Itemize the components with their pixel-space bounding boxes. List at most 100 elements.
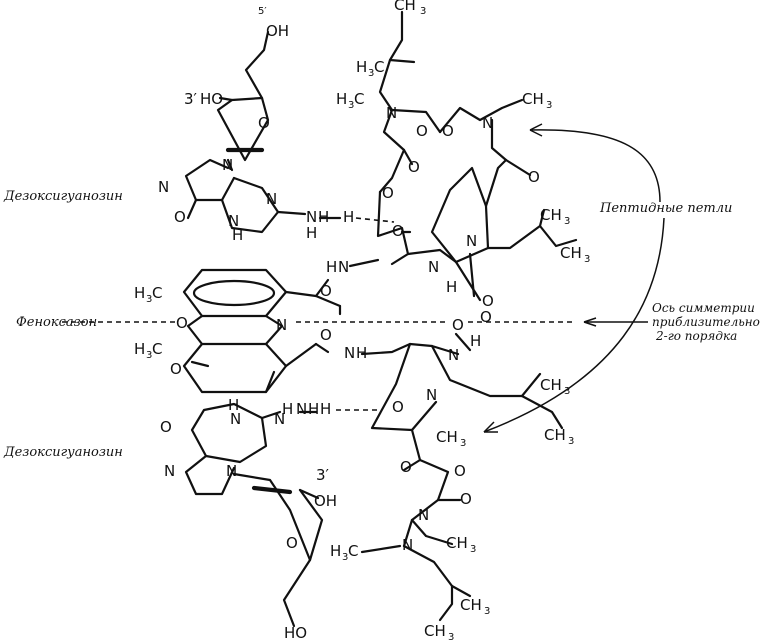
atom-h-bottom-1: H <box>356 344 367 362</box>
atom-n1-bottom: N <box>230 410 241 428</box>
atom-h2-top: H <box>306 224 317 242</box>
atom-c-phen-2: C <box>152 340 162 358</box>
bottom-peptide-loop <box>360 332 564 622</box>
atom-5prime-ho-bottom: HO <box>284 624 307 642</box>
atom-ch3-bottom-5: CH <box>460 596 482 614</box>
atom-h1-top: H <box>232 226 243 244</box>
atom-h-top-1: H <box>446 278 457 296</box>
sub-3-phen-1: 3 <box>146 294 152 305</box>
label-symmetry-axis-2: приблизительно <box>652 315 760 329</box>
atom-h-bond-bottom: H <box>320 400 331 418</box>
top-peptide-loop <box>376 10 578 302</box>
atom-n-bottom-2: N <box>448 346 459 364</box>
top-guanine <box>184 158 307 234</box>
atom-h3c-top-2: H <box>336 90 347 108</box>
atom-n3-bottom: N <box>274 410 285 428</box>
atom-ch3-bottom-2: CH <box>544 426 566 444</box>
atom-ch3-bottom-1: CH <box>540 376 562 394</box>
atom-o6-top: O <box>174 208 186 226</box>
atom-n9-top: N <box>222 156 233 174</box>
label-deoxyguanosine-top: Дезоксигуанозин <box>3 189 123 204</box>
sub-3-bottom-4: 3 <box>470 544 476 555</box>
atom-o-top-7: O <box>482 292 494 310</box>
atom-o-bottom-4: O <box>460 490 472 508</box>
atom-n7-top: N <box>158 178 169 196</box>
atom-o-top-4: O <box>408 158 420 176</box>
label-phenoxazone: Феноксазон <box>16 315 97 330</box>
atom-h3c-phen-2: H <box>134 340 145 358</box>
atom-o-axis-2: O <box>480 308 492 326</box>
label-5prime: 5′ <box>258 6 267 17</box>
atom-n3-top: N <box>266 190 277 208</box>
atom-o-top-5: O <box>382 184 394 202</box>
atom-h3c-top-1: H <box>356 58 367 76</box>
atom-n-bottom-4: N <box>418 506 429 524</box>
label-3prime: 3′ <box>184 90 198 108</box>
atom-n-top-1: N <box>386 104 397 122</box>
atom-n-top-2: N <box>482 114 493 132</box>
atom-n-bottom-5: N <box>402 536 413 554</box>
atom-h1-bottom: H <box>228 396 239 414</box>
atom-n9-bottom: N <box>226 462 237 480</box>
atom-h2b-bottom: H <box>308 400 319 418</box>
sub-3-bottom-5: 3 <box>342 552 348 563</box>
atom-o-top-1: O <box>416 122 428 140</box>
atom-c-top-1: C <box>374 58 384 76</box>
atom-c-phen-1: C <box>152 284 162 302</box>
atom-o-top-6: O <box>392 222 404 240</box>
atom-3prime-ho: HO <box>200 90 223 108</box>
atom-h3c-phen-1: H <box>134 284 145 302</box>
arrow-to-top-loop <box>529 129 661 203</box>
atom-ch3-bottom-3: CH <box>436 428 458 446</box>
atom-h3c-bottom-1: H <box>330 542 341 560</box>
bottom-guanine <box>184 402 378 496</box>
label-3prime-bottom: 3′ <box>316 466 330 484</box>
sub-3-top-2: 3 <box>368 68 374 79</box>
atom-5prime-oh: OH <box>266 22 289 40</box>
atom-o-top-2: O <box>442 122 454 140</box>
atom-n-phen-ring: N <box>276 316 287 334</box>
atom-h-bond-top: H <box>343 208 354 226</box>
atom-o6-bottom: O <box>160 418 172 436</box>
atom-hn-top: H <box>326 258 337 276</box>
atom-o-phen-carbonyl-2: O <box>320 326 332 344</box>
sub-3-top-5: 3 <box>564 216 570 227</box>
atom-ch3-bottom-6: CH <box>424 622 446 640</box>
atom-n7-bottom: N <box>164 462 175 480</box>
atom-sugar-o-top: O <box>258 114 270 132</box>
atom-o-phen-ring: O <box>176 314 188 332</box>
atom-ch3-top-1: CH <box>394 0 416 14</box>
atom-n2-top: N <box>306 208 317 226</box>
atom-n2-bottom: N <box>296 400 307 418</box>
atom-o-axis-1: O <box>452 316 464 334</box>
atom-3prime-oh-bottom: OH <box>314 492 337 510</box>
atom-ch3-top-3: CH <box>540 206 562 224</box>
label-symmetry-axis-1: Ось симметрии <box>652 301 755 315</box>
sub-3-top-4: 3 <box>546 100 552 111</box>
sub-3-bottom-2: 3 <box>568 436 574 447</box>
atom-n-top-3: N <box>466 232 477 250</box>
atom-n-top-5: N <box>338 258 349 276</box>
sub-3-bottom-3: 3 <box>460 438 466 449</box>
atom-n1-top: N <box>228 212 239 230</box>
sub-3-bottom-6: 3 <box>484 606 490 617</box>
label-deoxyguanosine-bottom: Дезоксигуанозин <box>3 445 123 460</box>
atom-n-bottom-1: N <box>344 344 355 362</box>
atom-ch3-top-2: CH <box>522 90 544 108</box>
sub-3-phen-2: 3 <box>146 350 152 361</box>
sub-3-top-6: 3 <box>584 254 590 265</box>
atom-n-top-4: N <box>428 258 439 276</box>
sub-3-top-3: 3 <box>348 100 354 111</box>
phenoxazone-core <box>182 268 342 394</box>
atom-c-bottom-1: C <box>348 542 358 560</box>
sub-3-top-1: 3 <box>420 6 426 17</box>
atom-ch3-bottom-4: CH <box>446 534 468 552</box>
arrow-to-bottom-loop <box>483 217 665 433</box>
atom-o-phen-quinone: O <box>170 360 182 378</box>
atom-h2-bottom: H <box>282 400 293 418</box>
atom-ch3-top-4: CH <box>560 244 582 262</box>
label-symmetry-axis-3: 2-го порядка <box>655 329 737 343</box>
sub-3-bottom-1: 3 <box>564 386 570 397</box>
